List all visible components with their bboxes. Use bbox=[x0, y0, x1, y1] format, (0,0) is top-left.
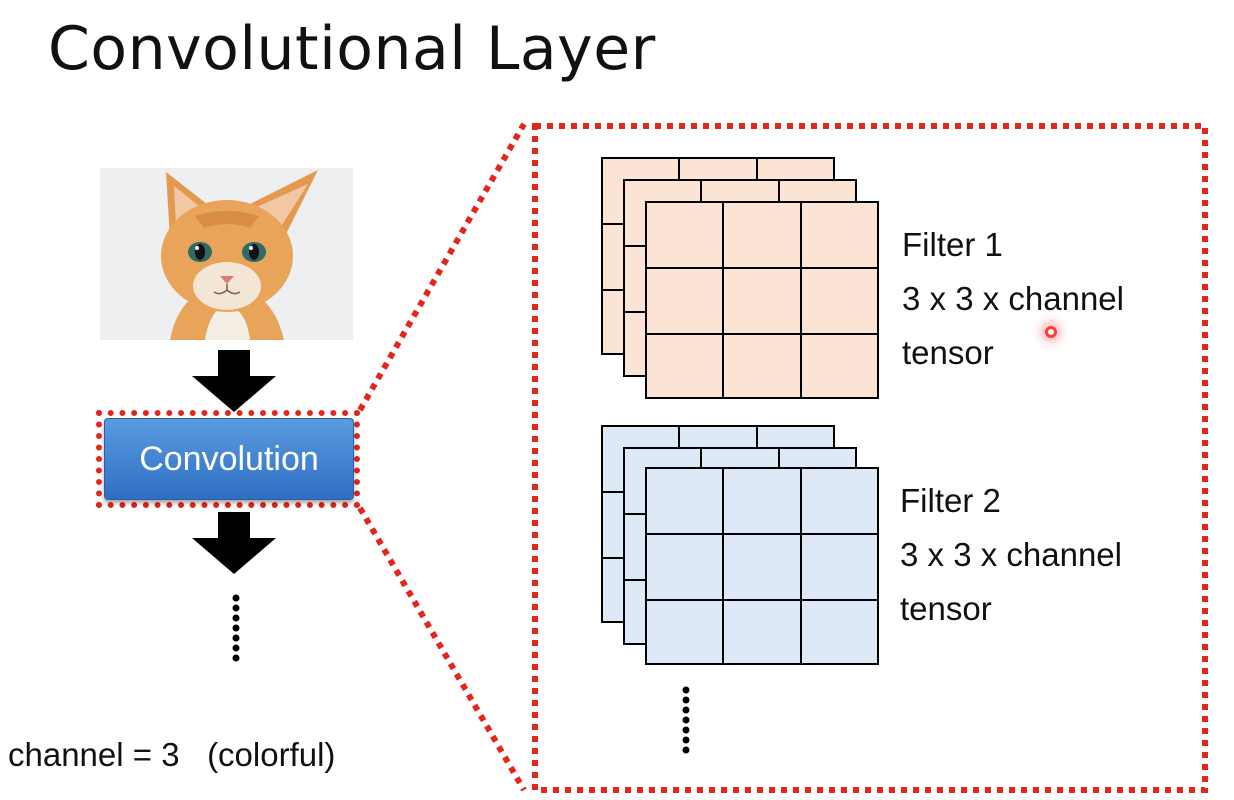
convolution-highlight-box bbox=[96, 410, 360, 508]
filter-2-label: Filter 2 3 x 3 x channel tensor bbox=[900, 474, 1122, 636]
filter-1-label: Filter 1 3 x 3 x channel tensor bbox=[902, 218, 1124, 380]
laser-pointer bbox=[1045, 326, 1057, 338]
cat-image bbox=[100, 168, 353, 340]
channel-note: channel = 3 (colorful) bbox=[8, 736, 336, 773]
filter-2-kind: tensor bbox=[900, 590, 992, 627]
convolution-block: Convolution bbox=[104, 418, 354, 500]
down-arrow-icon bbox=[192, 512, 276, 574]
slide-title: Convolutional Layer bbox=[48, 14, 656, 84]
filter-2-name: Filter 2 bbox=[900, 482, 1001, 519]
zoom-line-top bbox=[357, 122, 527, 412]
vertical-dots-icon bbox=[682, 686, 690, 754]
filter-1-kind: tensor bbox=[902, 334, 994, 371]
zoom-line-bottom bbox=[357, 506, 527, 792]
filter-2-stack bbox=[601, 425, 879, 665]
filter-1-name: Filter 1 bbox=[902, 226, 1003, 263]
down-arrow-icon bbox=[192, 350, 276, 412]
vertical-dots-icon bbox=[232, 594, 240, 662]
filter-panel-border bbox=[532, 123, 1208, 793]
filter-2-shape: 3 x 3 x channel bbox=[900, 536, 1122, 573]
filter-1-shape: 3 x 3 x channel bbox=[902, 280, 1124, 317]
filter-1-stack bbox=[601, 157, 879, 399]
